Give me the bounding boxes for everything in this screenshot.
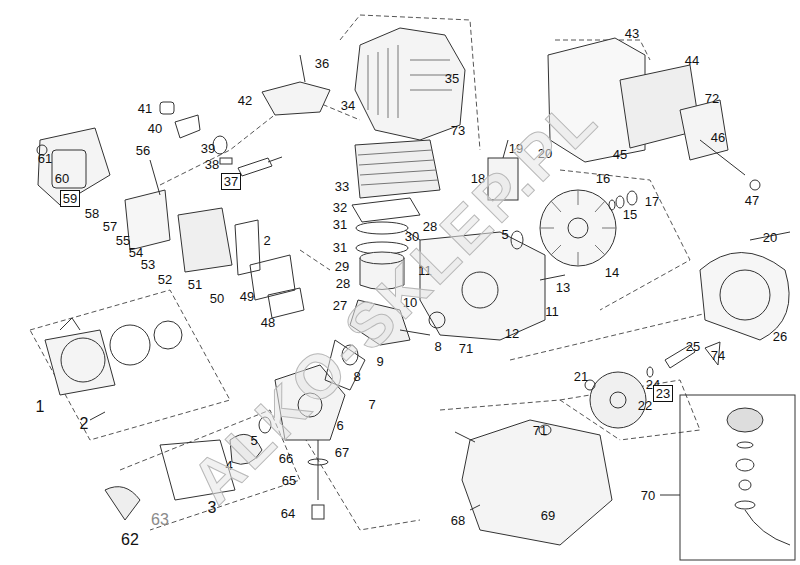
callout-number: 41 xyxy=(138,102,152,115)
callout-number: 56 xyxy=(136,144,150,157)
callout-number: 20 xyxy=(763,231,777,244)
callout-number: 40 xyxy=(148,122,162,135)
callout-number: 53 xyxy=(141,258,155,271)
callout-number: 33 xyxy=(335,180,349,193)
callout-number: 44 xyxy=(685,54,699,67)
callout-number: 7 xyxy=(368,398,375,411)
boxed-callout: 37 xyxy=(221,173,241,190)
callout-number: 69 xyxy=(541,509,555,522)
callout-number: 32 xyxy=(333,201,347,214)
callout-number: 43 xyxy=(625,27,639,40)
callout-number: 63 xyxy=(151,512,169,528)
callout-number: 70 xyxy=(641,489,655,502)
callout-number: 60 xyxy=(55,172,69,185)
callout-number: 6 xyxy=(336,419,343,432)
callout-number: 35 xyxy=(445,72,459,85)
callout-number: 72 xyxy=(705,92,719,105)
callout-number: 49 xyxy=(240,290,254,303)
callout-number: 14 xyxy=(605,266,619,279)
callout-number: 23 xyxy=(656,386,670,401)
callout-number: 74 xyxy=(711,349,725,362)
callout-number: 51 xyxy=(188,278,202,291)
callout-number: 57 xyxy=(103,220,117,233)
callout-number: 21 xyxy=(574,370,588,383)
callout-number: 67 xyxy=(335,446,349,459)
callout-number: 46 xyxy=(711,131,725,144)
callout-number: 31 xyxy=(333,218,347,231)
callout-number: 65 xyxy=(282,474,296,487)
callout-number: 61 xyxy=(38,152,52,165)
callout-number: 73 xyxy=(451,124,465,137)
callout-number: 55 xyxy=(116,234,130,247)
callout-number: 71 xyxy=(459,342,473,355)
callout-number: 8 xyxy=(434,340,441,353)
callout-number: 64 xyxy=(281,507,295,520)
callout-number: 39 xyxy=(201,142,215,155)
callout-number: 29 xyxy=(335,260,349,273)
callout-number: 15 xyxy=(623,208,637,221)
callout-number: 62 xyxy=(121,532,139,548)
callout-number: 2 xyxy=(263,234,270,247)
callout-number: 47 xyxy=(745,194,759,207)
callout-number: 42 xyxy=(238,94,252,107)
callout-number: 28 xyxy=(336,277,350,290)
callout-number: 45 xyxy=(613,148,627,161)
callout-number: 11 xyxy=(545,305,559,318)
callout-number: 2 xyxy=(80,416,89,432)
callout-number: 12 xyxy=(505,327,519,340)
callout-number: 34 xyxy=(341,99,355,112)
callout-number: 26 xyxy=(773,330,787,343)
callout-number: 37 xyxy=(224,174,238,189)
callout-number: 58 xyxy=(85,207,99,220)
callout-number: 16 xyxy=(596,172,610,185)
callout-number: 36 xyxy=(315,57,329,70)
callout-number: 1 xyxy=(36,399,45,415)
boxed-callout: 23 xyxy=(653,385,673,402)
callout-number: 31 xyxy=(333,241,347,254)
callout-number: 71 xyxy=(533,424,547,437)
callout-number: 50 xyxy=(210,292,224,305)
callout-number: 38 xyxy=(205,158,219,171)
callout-number: 22 xyxy=(638,399,652,412)
callout-number: 68 xyxy=(451,514,465,527)
callout-number: 13 xyxy=(556,281,570,294)
callout-number: 17 xyxy=(645,195,659,208)
callout-number: 59 xyxy=(63,191,77,206)
boxed-callout: 59 xyxy=(60,190,80,207)
callout-number: 48 xyxy=(261,316,275,329)
callout-number: 25 xyxy=(686,340,700,353)
callout-number: 52 xyxy=(158,273,172,286)
